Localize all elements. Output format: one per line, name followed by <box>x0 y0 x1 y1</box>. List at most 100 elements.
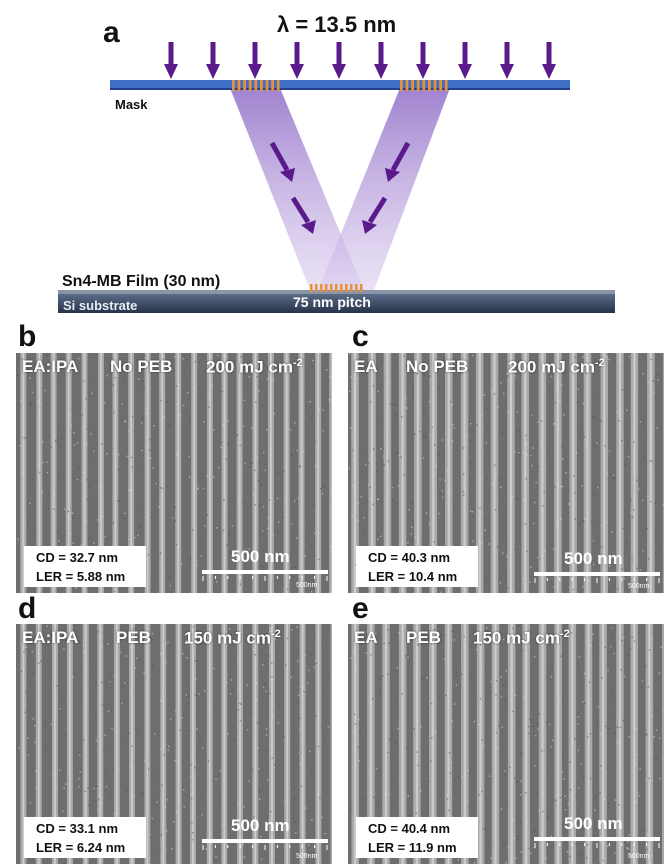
sem-noise <box>581 636 584 639</box>
sem-noise <box>227 419 229 422</box>
grating-line <box>237 80 241 91</box>
grating-line <box>422 80 426 91</box>
sem-noise <box>650 753 652 755</box>
wavelength-label: λ = 13.5 nm <box>277 12 397 37</box>
sem-noise <box>360 470 363 473</box>
sem-noise <box>540 445 542 448</box>
sem-noise <box>161 784 163 787</box>
sem-noise <box>124 738 127 740</box>
sem-noise <box>610 645 612 648</box>
sem-noise <box>263 639 266 642</box>
sem-noise <box>483 637 485 639</box>
sem-noise <box>76 442 79 444</box>
measurement-box: CD = 33.1 nm LER = 6.24 nm <box>24 817 146 858</box>
sem-noise <box>349 427 352 429</box>
sem-noise <box>130 745 133 747</box>
sem-noise <box>656 710 659 713</box>
resist-line-edge <box>192 624 194 864</box>
sem-noise <box>574 491 576 494</box>
sem-noise <box>516 411 518 413</box>
grating-line <box>360 284 363 292</box>
sem-noise <box>166 799 169 801</box>
sem-noise <box>16 374 19 377</box>
sem-noise <box>357 520 359 522</box>
sem-noise <box>28 631 30 633</box>
sem-noise <box>568 586 571 589</box>
sem-noise <box>185 640 188 642</box>
sem-noise <box>301 692 304 694</box>
sem-noise <box>595 795 597 797</box>
sem-noise <box>100 443 103 445</box>
sem-noise <box>293 798 296 800</box>
scale-bar <box>202 839 328 843</box>
sem-noise <box>355 664 357 667</box>
sem-noise <box>545 857 548 860</box>
sem-noise <box>328 676 331 679</box>
sem-noise <box>136 508 139 510</box>
sem-noise <box>542 725 544 728</box>
sem-noise <box>194 678 197 680</box>
sem-noise <box>608 358 611 361</box>
sem-noise <box>236 639 238 641</box>
resist-line-edge <box>384 624 388 864</box>
sem-noise <box>294 566 296 569</box>
sem-noise <box>523 696 526 698</box>
sem-noise <box>559 700 561 702</box>
sem-noise <box>534 830 537 832</box>
sem-noise <box>266 428 268 431</box>
resist-line-edge <box>331 353 332 593</box>
sem-noise <box>149 457 152 459</box>
sem-noise <box>24 711 26 714</box>
sem-noise <box>369 497 371 500</box>
sem-noise <box>159 848 161 851</box>
sem-noise <box>631 516 634 519</box>
sem-noise <box>231 561 233 563</box>
sem-noise <box>208 710 211 713</box>
sem-noise <box>636 479 638 481</box>
sem-noise <box>451 369 454 371</box>
sem-noise <box>423 435 425 437</box>
sem-noise <box>56 379 59 382</box>
sem-noise <box>31 650 34 653</box>
sem-noise <box>383 464 385 466</box>
sem-noise <box>196 728 198 730</box>
sem-noise <box>296 626 298 629</box>
sem-noise <box>597 486 599 489</box>
sem-noise <box>272 379 275 382</box>
sem-noise <box>518 430 520 432</box>
sem-noise <box>553 423 555 425</box>
sem-noise <box>426 789 428 791</box>
sem-noise <box>582 700 584 703</box>
sem-noise <box>581 557 584 559</box>
resist-line-edge <box>286 624 289 864</box>
sem-noise <box>385 591 387 593</box>
sem-noise <box>434 731 437 733</box>
resist-line-edge <box>131 624 133 864</box>
sem-noise <box>314 532 316 534</box>
sem-noise <box>145 668 148 670</box>
sem-noise <box>207 760 210 762</box>
dose-label: 200 mJ cm-2 <box>508 357 605 377</box>
sem-noise <box>646 527 648 530</box>
sem-noise <box>82 472 85 474</box>
sem-noise <box>83 739 85 741</box>
sem-noise <box>572 439 574 442</box>
sem-noise <box>412 387 414 389</box>
sem-noise <box>658 737 661 740</box>
sem-noise <box>479 698 482 700</box>
sem-noise <box>631 636 633 639</box>
sem-noise <box>119 651 122 654</box>
sem-noise <box>268 692 271 695</box>
sem-noise <box>301 797 303 799</box>
sem-noise <box>86 498 89 501</box>
sem-noise <box>273 765 276 768</box>
sem-noise <box>444 658 446 660</box>
sem-noise <box>514 694 517 697</box>
sem-noise <box>203 421 205 423</box>
grating-line <box>335 284 338 292</box>
sem-noise <box>405 365 407 367</box>
sem-noise <box>509 766 511 768</box>
cd-value: CD = 32.7 nm <box>36 550 119 565</box>
sem-noise <box>37 662 40 665</box>
scale-small-label: 500nm <box>628 583 650 590</box>
